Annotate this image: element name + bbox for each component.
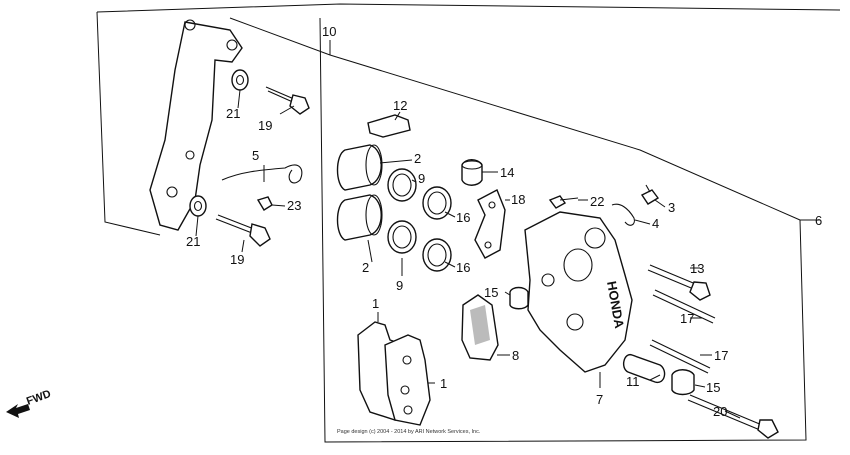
- bolt-20: [687, 394, 779, 439]
- pin-17-upper: [652, 289, 716, 324]
- callout-23: 23: [287, 198, 301, 213]
- bleeder-screw: [640, 184, 660, 205]
- seal-9-lower: [387, 220, 417, 254]
- bleeder-cap-small: [611, 203, 635, 226]
- bleeder-nut-lower: [671, 369, 695, 396]
- callout-16-upper: 16: [456, 210, 470, 225]
- callout-21-lower: 21: [186, 234, 200, 249]
- callout-19-upper: 19: [258, 118, 272, 133]
- callout-17-upper: 17: [680, 311, 694, 326]
- spring-clip: [221, 164, 303, 184]
- callout-15-upper: 15: [484, 285, 498, 300]
- pad-shim: [461, 294, 499, 361]
- seal-16-upper: [422, 186, 452, 220]
- caliper-body: HONDA: [524, 211, 633, 373]
- callout-8: 8: [512, 348, 519, 363]
- screw-23: [256, 196, 273, 211]
- callout-12: 12: [393, 98, 407, 113]
- callout-14: 14: [500, 165, 514, 180]
- bolt-lower: [215, 214, 271, 247]
- callout-2-upper: 2: [414, 151, 421, 166]
- callout-21-upper: 21: [226, 106, 240, 121]
- washer-upper: [231, 69, 249, 91]
- callout-19-lower: 19: [230, 252, 244, 267]
- callout-2-lower: 2: [362, 260, 369, 275]
- pin-17-lower: [649, 339, 711, 374]
- callout-20: 20: [713, 404, 727, 419]
- brake-pad-front: [384, 334, 431, 426]
- callout-4: 4: [652, 216, 659, 231]
- sleeve: [622, 354, 666, 384]
- callout-1-lower: 1: [440, 376, 447, 391]
- callout-6: 6: [815, 213, 822, 228]
- callout-7: 7: [596, 392, 603, 407]
- callout-11: 11: [626, 374, 640, 389]
- copyright-text: Page design (c) 2004 - 2014 by ARI Netwo…: [337, 429, 481, 435]
- fwd-label: FWD: [25, 388, 53, 408]
- piston-lower: [336, 194, 383, 241]
- callout-9-lower: 9: [396, 278, 403, 293]
- seal-16-lower: [422, 238, 452, 272]
- callout-5: 5: [252, 148, 259, 163]
- pad-spring: [367, 114, 411, 138]
- callout-15-lower: 15: [706, 380, 720, 395]
- seal-9-upper: [387, 168, 417, 202]
- piston-upper: [336, 144, 383, 191]
- callout-17-lower: 17: [714, 348, 728, 363]
- callout-22: 22: [590, 194, 604, 209]
- callout-9-upper: 9: [418, 171, 425, 186]
- leader-lines: [195, 40, 741, 419]
- bolt-upper: [265, 86, 310, 115]
- callout-18: 18: [511, 192, 525, 207]
- callout-1-upper: 1: [372, 296, 379, 311]
- callout-labels: 10 12 2 9 16 2 9 16 14 18 22 3 4 6 5 23 …: [186, 24, 822, 419]
- pin-13: [647, 264, 711, 301]
- caliper-bracket: [149, 19, 243, 231]
- bolt-22: [548, 195, 579, 209]
- callout-16-lower: 16: [456, 260, 470, 275]
- fwd-indicator: FWD: [6, 388, 53, 418]
- retainer-plate: [474, 189, 506, 259]
- bleeder-nut-upper: [509, 286, 529, 310]
- washer-lower: [189, 195, 207, 217]
- bleeder-cap: [461, 159, 483, 186]
- callout-10: 10: [322, 24, 336, 39]
- callout-3: 3: [668, 200, 675, 215]
- callout-13: 13: [690, 261, 704, 276]
